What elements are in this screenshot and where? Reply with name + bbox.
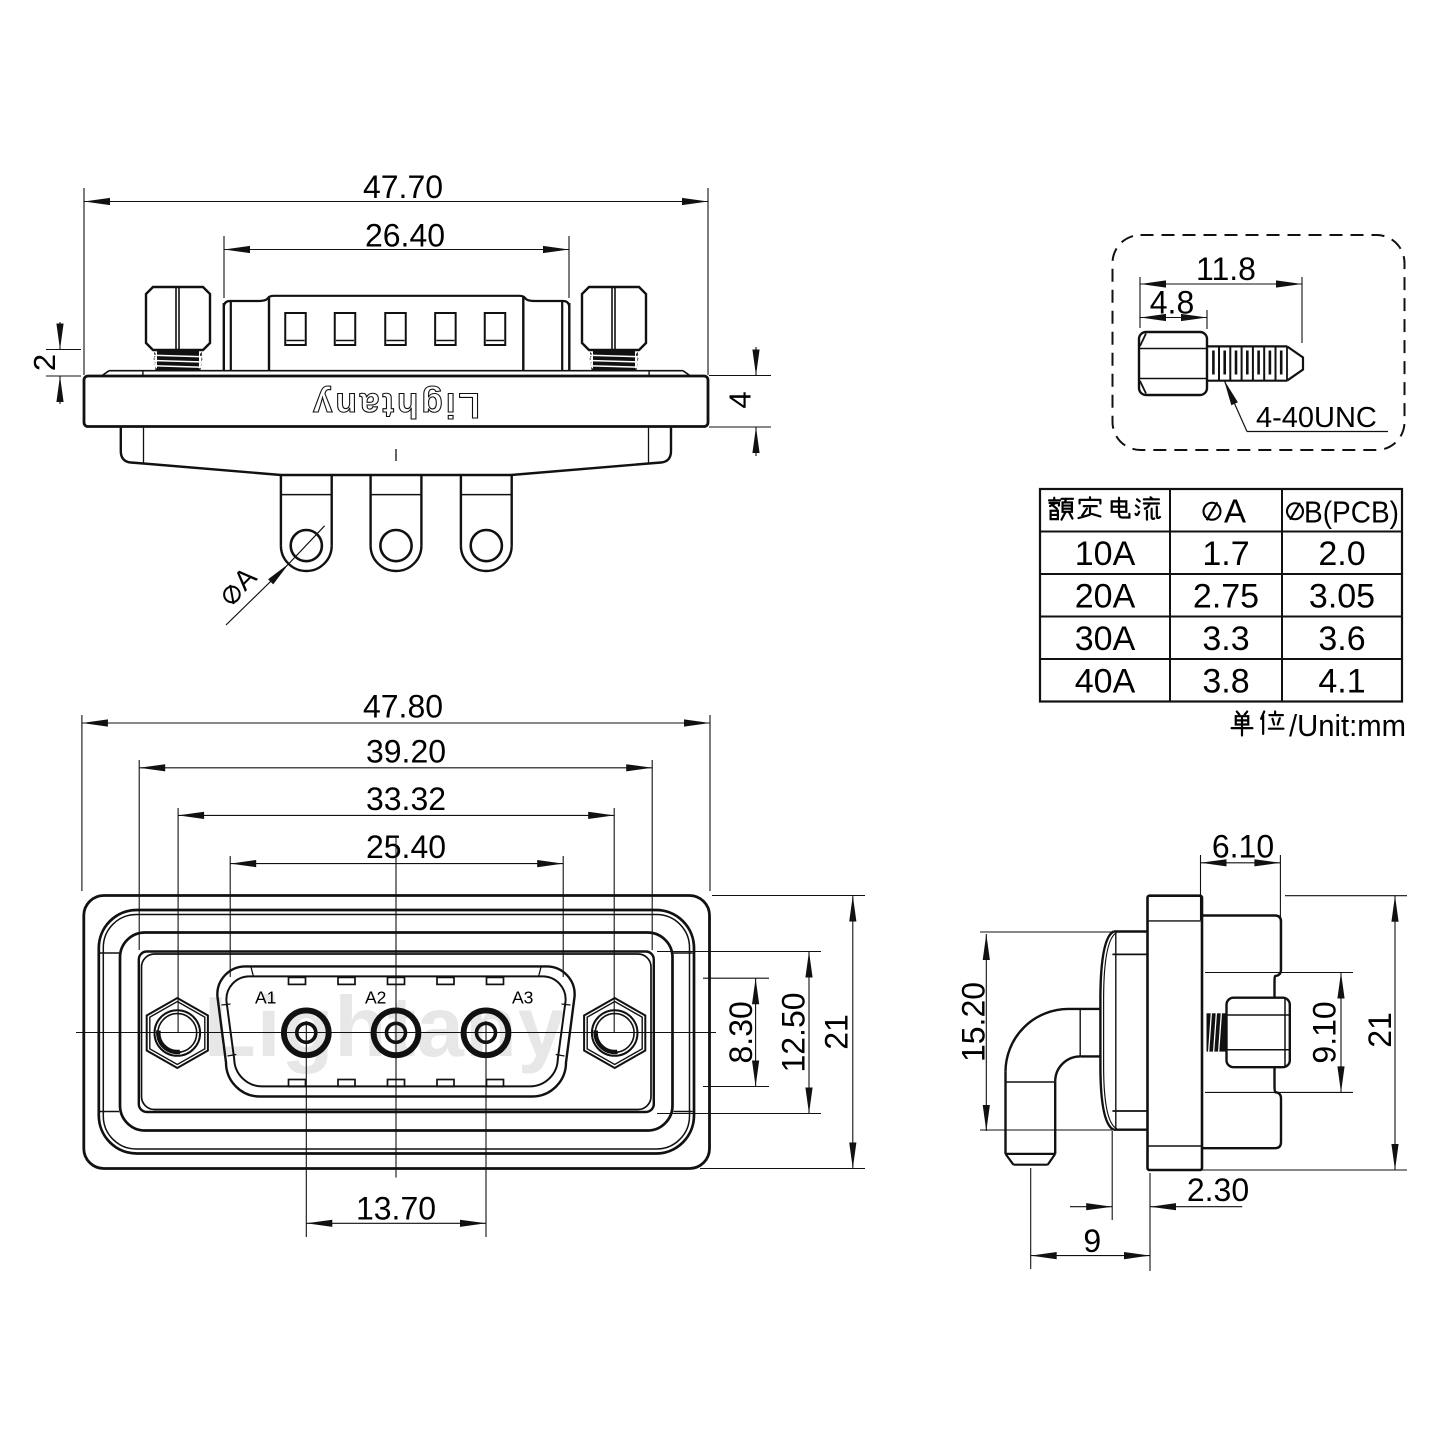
svg-text:47.80: 47.80 bbox=[363, 689, 443, 725]
svg-text:A: A bbox=[1224, 492, 1246, 529]
svg-text:4: 4 bbox=[723, 391, 758, 408]
svg-text:1.7: 1.7 bbox=[1202, 535, 1249, 573]
svg-text:21: 21 bbox=[1362, 1012, 1398, 1048]
svg-text:2.30: 2.30 bbox=[1187, 1172, 1249, 1208]
svg-text:Lightany: Lightany bbox=[310, 386, 480, 425]
svg-text:12.50: 12.50 bbox=[776, 992, 812, 1072]
svg-text:33.32: 33.32 bbox=[366, 781, 446, 817]
svg-text:25.40: 25.40 bbox=[366, 829, 446, 865]
svg-text:2: 2 bbox=[27, 354, 62, 371]
svg-text:6.10: 6.10 bbox=[1212, 829, 1274, 865]
svg-text:4.8: 4.8 bbox=[1150, 285, 1194, 321]
svg-text:4.1: 4.1 bbox=[1318, 662, 1365, 700]
svg-text:30A: 30A bbox=[1075, 620, 1136, 658]
svg-text:3.8: 3.8 bbox=[1202, 662, 1249, 700]
svg-text:47.70: 47.70 bbox=[363, 169, 443, 205]
svg-text:3.3: 3.3 bbox=[1202, 620, 1249, 658]
svg-text:9: 9 bbox=[1083, 1223, 1101, 1259]
svg-text:39.20: 39.20 bbox=[366, 733, 446, 769]
svg-text:/Unit:mm: /Unit:mm bbox=[1289, 708, 1406, 743]
svg-text:3.6: 3.6 bbox=[1318, 620, 1365, 658]
svg-text:10A: 10A bbox=[1075, 535, 1136, 573]
svg-text:A1: A1 bbox=[255, 988, 276, 1008]
svg-text:9.10: 9.10 bbox=[1307, 1001, 1343, 1063]
svg-text:26.40: 26.40 bbox=[365, 218, 445, 254]
svg-text:3.05: 3.05 bbox=[1309, 577, 1375, 615]
svg-text:A3: A3 bbox=[512, 988, 533, 1008]
svg-text:20A: 20A bbox=[1075, 577, 1136, 615]
svg-text:4-40UNC: 4-40UNC bbox=[1256, 402, 1377, 434]
svg-text:15.20: 15.20 bbox=[956, 982, 992, 1062]
svg-text:13.70: 13.70 bbox=[356, 1190, 436, 1226]
svg-text:8.30: 8.30 bbox=[723, 1001, 759, 1063]
svg-text:A2: A2 bbox=[365, 988, 386, 1008]
svg-text:11.8: 11.8 bbox=[1196, 251, 1256, 287]
svg-text:2.0: 2.0 bbox=[1318, 535, 1365, 573]
svg-text:21: 21 bbox=[819, 1014, 855, 1050]
svg-text:2.75: 2.75 bbox=[1193, 577, 1259, 615]
svg-text:40A: 40A bbox=[1075, 662, 1136, 700]
svg-text:B(PCB): B(PCB) bbox=[1304, 494, 1399, 529]
